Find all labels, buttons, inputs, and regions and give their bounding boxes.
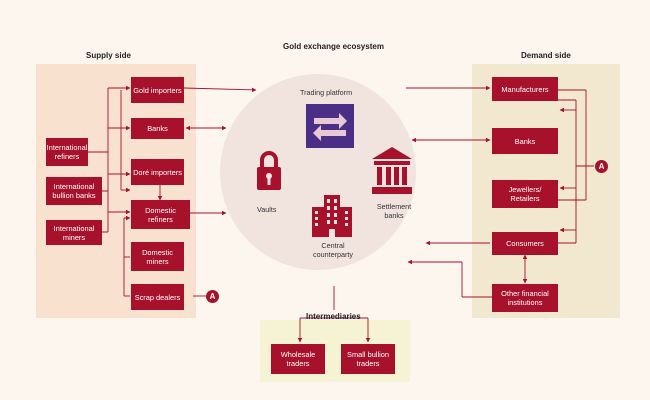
vaults-label: Vaults xyxy=(257,205,277,214)
international-bullion-banks-box: International bullion banks xyxy=(46,177,102,205)
wholesale-traders-box: Wholesale traders xyxy=(271,344,325,374)
bank-building-icon xyxy=(370,145,414,200)
central-counterparty-label: Central counterparty xyxy=(313,241,353,259)
office-building-icon xyxy=(310,193,354,242)
trading-platform-label: Trading platform xyxy=(300,88,353,97)
manufacturers-box: Manufacturers xyxy=(492,77,558,101)
consumers-box: Consumers xyxy=(492,232,558,255)
supply-marker-a: A xyxy=(206,290,219,303)
gold-importers-box: Gold importers xyxy=(131,77,184,103)
small-bullion-traders-box: Small bullion traders xyxy=(341,344,395,374)
padlock-icon xyxy=(256,150,282,195)
demand-banks-box: Banks xyxy=(492,128,558,154)
other-financial-institutions-box: Other financial institutions xyxy=(492,284,558,312)
scrap-dealers-box: Scrap dealers xyxy=(131,284,184,310)
demand-marker-a: A xyxy=(595,160,608,173)
domestic-miners-box: Domestic miners xyxy=(131,242,184,271)
demand-side-heading: Demand side xyxy=(521,51,571,60)
international-miners-box: International miners xyxy=(46,220,102,245)
dore-importers-box: Doré importers xyxy=(131,159,184,185)
trading-platform-icon xyxy=(306,104,354,153)
supply-side-heading: Supply side xyxy=(86,51,131,60)
intermediaries-heading: Intermediaries xyxy=(306,312,361,321)
domestic-refiners-box: Domestic refiners xyxy=(131,200,190,229)
international-refiners-box: International refiners xyxy=(46,138,88,166)
diagram-title: Gold exchange ecosystem xyxy=(283,42,384,51)
supply-banks-box: Banks xyxy=(131,118,184,139)
jewellers-retailers-box: Jewellers/ Retailers xyxy=(492,180,558,208)
settlement-banks-label: Settlement banks xyxy=(376,202,412,220)
